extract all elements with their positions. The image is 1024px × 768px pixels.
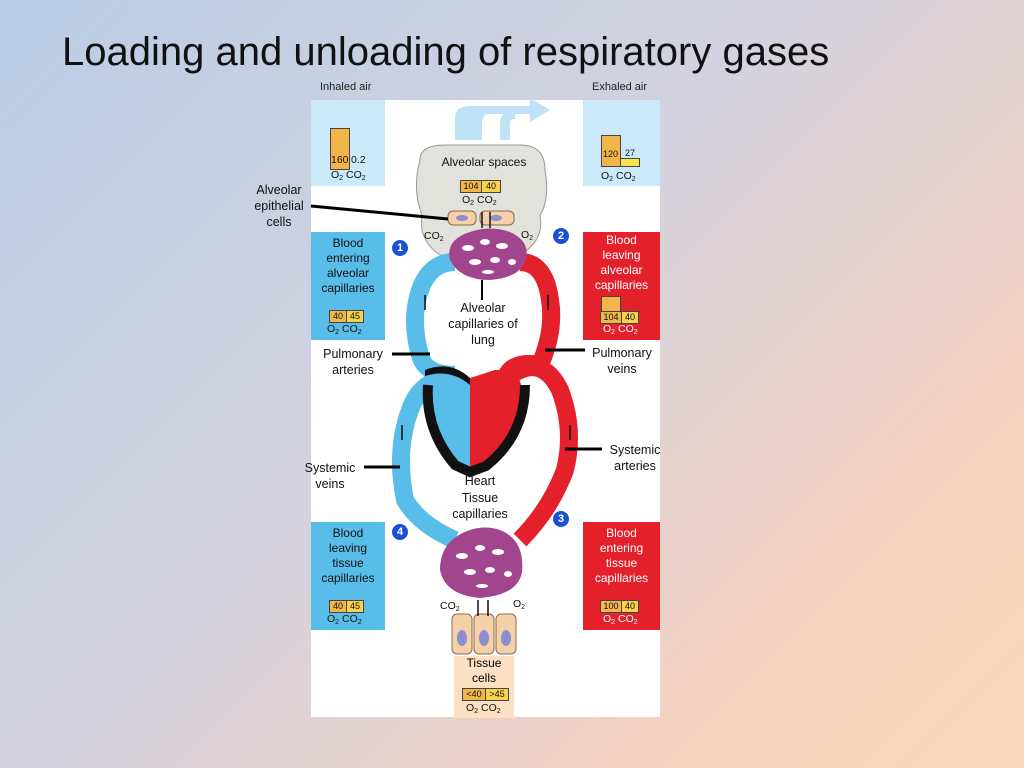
- tissue-capillary-holes: [456, 545, 512, 588]
- box-1-label: Blood entering alveolar capillaries: [321, 236, 375, 295]
- heart-label: Heart: [464, 474, 496, 488]
- tissue-capillary-net: [440, 527, 523, 598]
- epithelial-nucleus-1: [456, 215, 468, 221]
- inhaled-air-label: Inhaled air: [320, 81, 372, 93]
- inhaled-o2-bar: [330, 128, 350, 170]
- tissue-cells-label: Tissue cells: [466, 656, 502, 685]
- box-4-o2: 40: [329, 600, 347, 613]
- box-1-o2: 40: [329, 310, 347, 323]
- inhaled-co2-value: 0.2: [351, 154, 366, 166]
- airflow-arrow: [455, 98, 550, 140]
- pointer-lines: [364, 280, 602, 469]
- alveolar-o2-value: 104: [460, 180, 482, 193]
- alveolar-o2-label: O2: [521, 229, 534, 242]
- alveolar-gas-labels: O2 CO2: [462, 194, 497, 207]
- box-3-gas-labels: O2 CO2: [603, 613, 638, 626]
- systemic-arteries-label: Systemic arteries: [609, 443, 661, 473]
- box-3-co2: 40: [621, 600, 639, 613]
- pointer-epithelial: [310, 204, 449, 221]
- exhaled-co2-bar: [620, 158, 640, 167]
- step-1-badge: 1: [392, 240, 408, 256]
- box-2-label: Blood leaving alveolar capillaries: [594, 233, 649, 292]
- epithelial-nucleus-2: [490, 215, 502, 221]
- box-2-co2: 40: [621, 311, 639, 324]
- tissue-co2-value: >45: [485, 688, 509, 701]
- step-2-badge: 2: [553, 228, 569, 244]
- step-4-badge: 4: [392, 524, 408, 540]
- exhaled-co2-value: 27: [625, 148, 636, 158]
- box-3-label: Blood entering tissue capillaries: [594, 526, 649, 585]
- exhaled-gas-labels: O2 CO2: [601, 170, 636, 183]
- systemic-veins-label: Systemic veins: [304, 461, 356, 491]
- pulmonary-arteries-label: Pulmonary arteries: [323, 347, 383, 377]
- exhaled-air-box: [583, 100, 660, 186]
- slide-title: Loading and unloading of respiratory gas…: [62, 30, 830, 74]
- box-4-gas-labels: O2 CO2: [327, 613, 362, 626]
- airflow-arrow-2: [500, 109, 516, 140]
- exhaled-o2-value: 120: [603, 149, 619, 159]
- tissue-o2-label: O2: [513, 598, 526, 611]
- alveolar-co2-value: 40: [481, 180, 501, 193]
- alveolar-capillaries-label: Alveolar capillaries of lung: [448, 301, 518, 347]
- inhaled-o2-value: 160: [331, 154, 349, 166]
- tissue-cells-box: Tissue cells: [454, 656, 514, 718]
- box-1-gas-labels: O2 CO2: [327, 323, 362, 336]
- box-1-co2: 45: [346, 310, 364, 323]
- tissue-cell-group: [451, 613, 517, 655]
- exhaled-o2-bar: [601, 135, 621, 167]
- heart-right-side: [431, 371, 470, 470]
- alveolar-co2-label: CO2: [424, 230, 444, 243]
- alveolar-epithelial-label: Alveolar epithelial cells: [254, 183, 304, 229]
- heart-outline-top: [425, 366, 470, 385]
- alveolar-spaces-label: Alveolar spaces: [441, 155, 527, 169]
- tissue-o2-value: <40: [462, 688, 486, 701]
- alveolar-capillary-net: [449, 228, 527, 280]
- box-2-o2-bar: [601, 296, 621, 312]
- step-3-badge: 3: [553, 511, 569, 527]
- tissue-co2-label: CO2: [440, 600, 460, 613]
- gas-exchange-arrows: [401, 212, 571, 616]
- alveolus-shape: [416, 144, 548, 256]
- exhaled-air-label: Exhaled air: [592, 81, 648, 93]
- pulmonary-veins-label: Pulmonary veins: [592, 346, 652, 376]
- box-4-label: Blood leaving tissue capillaries: [321, 526, 375, 585]
- tissue-gas-labels: O2 CO2: [466, 702, 501, 715]
- inhaled-gas-labels: O2 CO2: [331, 169, 366, 182]
- box-3-o2: 100: [600, 600, 622, 613]
- tissue-capillaries-label: Tissue capillaries: [452, 491, 508, 521]
- alveolar-capillary-holes: [462, 239, 516, 274]
- box-4-co2: 45: [346, 600, 364, 613]
- box-2-gas-labels: O2 CO2: [603, 323, 638, 336]
- heart-wall: [422, 384, 530, 478]
